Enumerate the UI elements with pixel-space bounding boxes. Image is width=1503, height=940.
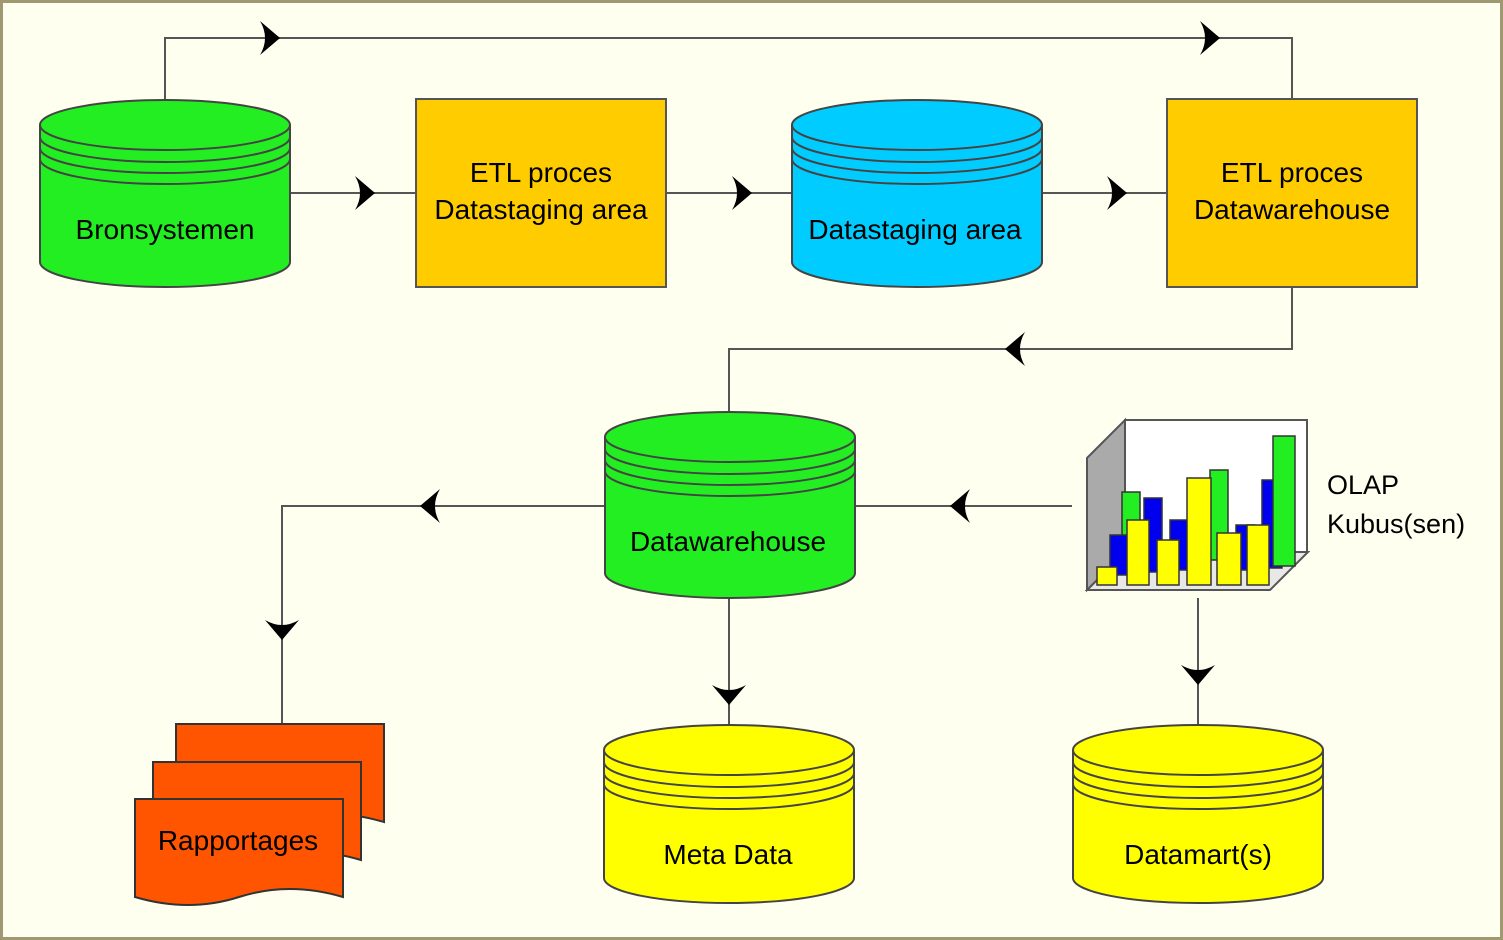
datastaging-database: [791, 99, 1043, 288]
etl1-line2: Datastaging area: [434, 194, 648, 225]
connector-dwh-rapportages: [281, 505, 605, 724]
arrow-left-icon: [420, 489, 440, 523]
arrow-right-icon: [260, 21, 280, 55]
olap-cube-icon: [1084, 417, 1311, 593]
arrow-left-icon: [950, 489, 970, 523]
etl2-line2: Datawarehouse: [1194, 194, 1390, 225]
metadata-label: Meta Data: [663, 839, 793, 870]
arrow-right-icon: [732, 176, 752, 210]
metadata-database: [603, 724, 855, 904]
olap-line1: OLAP: [1327, 470, 1399, 500]
connector-top-bypass: [164, 37, 1293, 100]
datamarts-label: Datamart(s): [1124, 839, 1272, 870]
datawarehouse-database: [604, 411, 856, 599]
rapportages-document-stack: [134, 723, 385, 906]
olap-line2: Kubus(sen): [1327, 509, 1465, 539]
arrow-left-icon: [1005, 332, 1025, 366]
arrow-down-icon: [265, 620, 299, 640]
datawarehouse-label: Datawarehouse: [630, 526, 826, 557]
datamarts-database: [1072, 724, 1324, 904]
etl2-line1: ETL proces: [1221, 157, 1363, 188]
arrow-right-icon: [355, 176, 375, 210]
etl1-line1: ETL proces: [470, 157, 612, 188]
rapportages-label: Rapportages: [158, 825, 318, 856]
arrow-down-icon: [1181, 665, 1215, 685]
arrowheads: [260, 21, 1220, 705]
bronsystemen-database: [39, 99, 291, 288]
arrow-right-icon: [1200, 21, 1220, 55]
arrow-down-icon: [712, 685, 746, 705]
connectors: [164, 37, 1293, 725]
arrow-right-icon: [1107, 176, 1127, 210]
bronsystemen-label: Bronsystemen: [76, 214, 255, 245]
etl-datawarehouse-box: [1166, 98, 1418, 288]
etl-datastaging-box: [415, 98, 667, 288]
datastaging-label: Datastaging area: [808, 214, 1022, 245]
